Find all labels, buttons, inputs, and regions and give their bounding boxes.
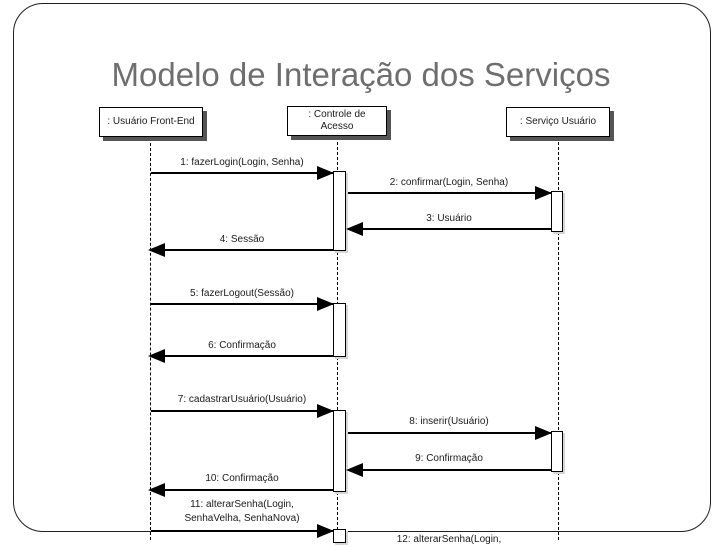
message-label-1: 1: fazerLogin(Login, Senha) [180,157,304,168]
message-line-6 [151,355,334,357]
arrowhead-icon [346,463,363,477]
message-label-12-clipped: 12: alterarSenha(Login, [396,534,502,545]
message-label-7: 7: cadastrarUsuário(Usuário) [177,394,307,405]
activation-bar-controle-2 [333,303,346,357]
message-line-4 [151,249,334,251]
arrowhead-icon [317,524,334,538]
object-label: : Controle de Acesso [308,109,366,132]
arrowhead-icon [148,349,165,363]
object-label: : Usuário Front-End [107,116,195,127]
lifeline-usuario-front-end [150,138,151,540]
object-box-usuario-front-end: : Usuário Front-End [99,107,203,137]
arrowhead-icon [317,166,334,180]
message-line-1 [151,172,334,174]
message-label-5: 5: fazerLogout(Sessão) [190,288,294,299]
arrowhead-icon [148,243,165,257]
activation-bar-controle-3 [333,410,346,492]
message-label-8: 8: inserir(Usuário) [409,416,489,427]
arrowhead-icon [346,222,363,236]
slide-frame [13,3,711,532]
arrowhead-icon [317,297,334,311]
message-line-11 [151,530,334,532]
object-label: : Serviço Usuário [519,116,597,127]
message-line-8 [346,432,552,434]
message-label-2: 2: confirmar(Login, Senha) [389,177,509,188]
object-box-servico-usuario: : Serviço Usuário [506,107,610,137]
message-line-7 [151,410,334,412]
message-label-4: 4: Sessão [219,234,265,245]
activation-bar-controle-1 [333,171,346,251]
message-label-9: 9: Confirmação [415,453,483,464]
message-line-10 [151,489,334,491]
activation-bar-servico-1 [551,191,563,232]
activation-bar-controle-4 [333,529,346,543]
message-label-3: 3: Usuário [426,213,472,224]
arrowhead-icon [535,426,552,440]
object-box-controle-de-acesso: : Controle de Acesso [287,106,387,136]
lifeline-servico-usuario [558,137,559,540]
message-line-5 [151,303,334,305]
message-label-11: 11: alterarSenha(Login, SenhaVelha, Senh… [184,499,300,524]
arrowhead-icon [535,186,552,200]
message-line-9 [346,469,552,471]
arrowhead-icon [148,483,165,497]
message-label-6: 6: Confirmação [208,340,276,351]
message-line-3 [346,228,552,230]
slide-title: Modelo de Interação dos Serviços [111,56,611,93]
arrowhead-icon [317,404,334,418]
message-label-10: 10: Confirmação [205,473,279,484]
message-line-2 [346,192,552,194]
activation-bar-servico-2 [551,431,563,472]
